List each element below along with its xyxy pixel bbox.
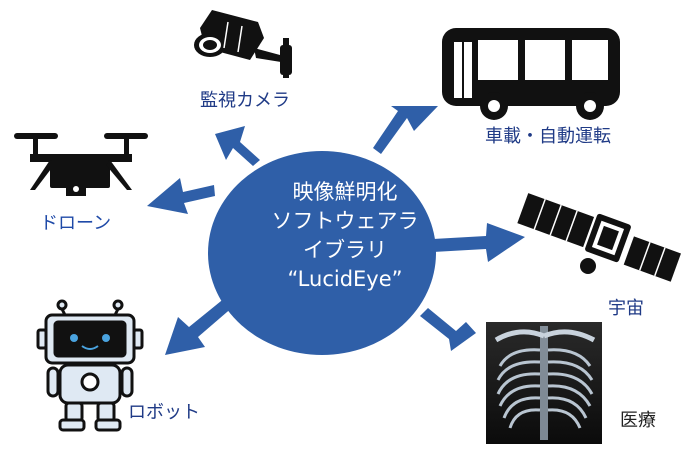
arrow-robot: [165, 297, 234, 355]
label-space: 宇宙: [608, 298, 644, 319]
label-drone: ドローン: [40, 213, 112, 234]
label-robot: ロボット: [128, 402, 200, 423]
xray-icon: [486, 322, 602, 444]
label-medical: 医療: [620, 410, 656, 431]
label-camera: 監視カメラ: [200, 90, 290, 111]
satellite-icon: [517, 193, 681, 282]
robot-icon: [36, 299, 144, 432]
arrow-vehicle: [373, 106, 438, 154]
arrow-drone: [147, 178, 215, 214]
center-line-1: 映像鮮明化: [292, 180, 398, 204]
center-line-2: ソフトウェアラ: [271, 209, 419, 233]
drone-icon: [14, 133, 148, 196]
security-camera-icon: [194, 10, 292, 78]
arrow-space: [433, 223, 525, 262]
arrow-camera: [215, 126, 260, 166]
center-line-3: イブラリ: [303, 238, 387, 262]
center-title: 映像鮮明化 ソフトウェアラ イブラリ “LucidEye”: [235, 178, 455, 294]
arrow-medical: [420, 308, 476, 351]
label-vehicle: 車載・自動運転: [485, 126, 611, 147]
bus-icon: [442, 28, 620, 120]
center-line-4: “LucidEye”: [287, 267, 403, 291]
center-hub: [208, 151, 436, 355]
